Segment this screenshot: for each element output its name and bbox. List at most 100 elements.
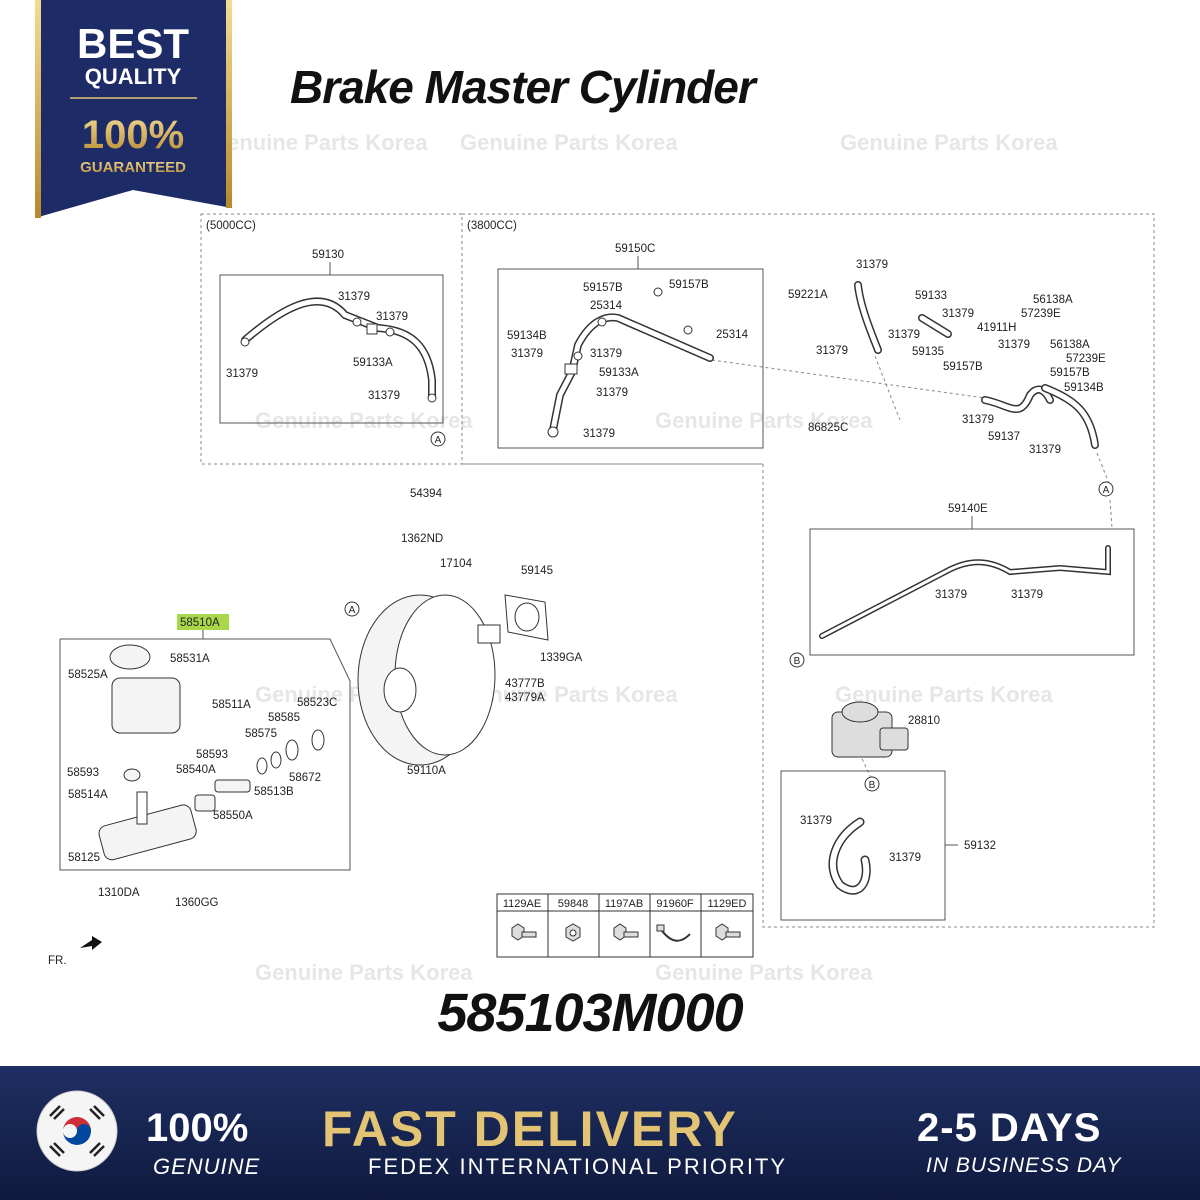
watermark: Genuine Parts Korea [655, 408, 873, 433]
label-1360gg: 1360GG [175, 897, 219, 909]
genuine-label: GENUINE [153, 1154, 261, 1179]
label-58593: 58593 [196, 749, 228, 761]
label-59157b: 59157B [1050, 367, 1090, 379]
label-59140e: 59140E [948, 503, 988, 515]
label-31379: 31379 [816, 345, 848, 357]
label-43779a: 43779A [505, 692, 545, 704]
label-58525a: 58525A [68, 669, 108, 681]
watermark: Genuine Parts Korea [840, 130, 1058, 155]
label-1310da: 1310DA [98, 887, 140, 899]
badge-line3: 100% [82, 113, 184, 157]
label-58514a: 58514A [68, 789, 108, 801]
label-17104: 17104 [440, 558, 473, 570]
watermark: Genuine Parts Korea [655, 960, 873, 985]
label-31379: 31379 [338, 291, 370, 303]
label-31379: 31379 [583, 428, 615, 440]
label-58513b: 58513B [254, 786, 294, 798]
watermark: Genuine Parts Korea [460, 130, 678, 155]
hardware-table: 1129AE 59848 1197AB 91960F 1129ED [496, 893, 754, 958]
label-31379: 31379 [888, 329, 920, 341]
nut-icon [565, 923, 581, 942]
label-58585: 58585 [268, 712, 300, 724]
badge-line1: BEST [77, 20, 189, 67]
badge-line4: GUARANTEED [80, 159, 186, 176]
callout-a: A [349, 605, 356, 616]
watermark: Genuine Parts Korea [210, 130, 428, 155]
delivery-days-subtitle: IN BUSINESS DAY [926, 1154, 1122, 1177]
bolt-icon [613, 923, 639, 941]
footer-banner [0, 1066, 1200, 1200]
label-31379: 31379 [226, 368, 258, 380]
label-58510a-highlighted: 58510A [180, 617, 220, 629]
callout-b: B [794, 656, 801, 667]
label-31379: 31379 [1029, 444, 1061, 456]
label-59157b: 59157B [669, 279, 709, 291]
korea-flag-icon [36, 1090, 118, 1172]
watermark: Genuine Parts Korea [255, 960, 473, 985]
label-58575: 58575 [245, 728, 277, 740]
label-31379: 31379 [962, 414, 994, 426]
label-31379: 31379 [590, 348, 622, 360]
fast-delivery-title: FAST DELIVERY [322, 1101, 738, 1157]
label-57239e: 57239E [1066, 353, 1106, 365]
hardware-code: 59848 [558, 898, 589, 910]
label-31379: 31379 [376, 311, 408, 323]
callout-a: A [435, 435, 442, 446]
label-58593: 58593 [67, 767, 99, 779]
page-title: Brake Master Cylinder [290, 61, 756, 113]
label-59134b: 59134B [1064, 382, 1104, 394]
callout-b: B [869, 780, 876, 791]
label-1339ga: 1339GA [540, 652, 583, 664]
front-marker: FR. [48, 955, 67, 967]
label-59157b: 59157B [943, 361, 983, 373]
label-59145: 59145 [521, 565, 553, 577]
label-56138a: 56138A [1050, 339, 1090, 351]
watermark: Genuine Parts Korea [255, 408, 473, 433]
label-56138a: 56138A [1033, 294, 1073, 306]
label-41911h: 41911H [977, 322, 1016, 334]
best-quality-badge: BEST QUALITY 100% GUARANTEED [35, 0, 232, 218]
label-58540a: 58540A [176, 764, 216, 776]
label-59221a: 59221A [788, 289, 828, 301]
label-31379: 31379 [800, 815, 832, 827]
delivery-days: 2-5 DAYS [917, 1106, 1102, 1150]
label-59137: 59137 [988, 431, 1020, 443]
badge-line2: QUALITY [85, 64, 182, 89]
label-54394: 54394 [410, 488, 443, 500]
label-86825c: 86825C [808, 422, 848, 434]
cable-tie-icon [656, 924, 691, 942]
label-31379: 31379 [998, 339, 1030, 351]
hardware-code: 91960F [656, 898, 694, 910]
label-58523c: 58523C [297, 697, 337, 709]
genuine-percent: 100% [146, 1106, 249, 1150]
label-31379: 31379 [368, 390, 400, 402]
hardware-code: 1129AE [503, 898, 541, 910]
label-59133a: 59133A [599, 367, 639, 379]
callout-a: A [1103, 485, 1110, 496]
label-58550a: 58550A [213, 810, 253, 822]
label-59132: 59132 [964, 840, 996, 852]
label-58511a: 58511A [212, 699, 251, 711]
label-59110a: 59110A [407, 765, 446, 777]
label-31379: 31379 [856, 259, 888, 271]
label-59157b: 59157B [583, 282, 623, 294]
label-59130: 59130 [312, 249, 344, 261]
label-59133: 59133 [915, 290, 947, 302]
part-number: 585103M000 [437, 983, 743, 1043]
label-31379: 31379 [935, 589, 967, 601]
label-59150c: 59150C [615, 243, 655, 255]
label-28810: 28810 [908, 715, 940, 727]
label-31379: 31379 [889, 852, 921, 864]
label-59134b: 59134B [507, 330, 547, 342]
label-59133a: 59133A [353, 357, 393, 369]
label-31379: 31379 [942, 308, 974, 320]
label-1362nd: 1362ND [401, 533, 443, 545]
label-57239e: 57239E [1021, 308, 1061, 320]
label-58531a: 58531A [170, 653, 210, 665]
bolt-icon [511, 923, 537, 941]
label-31379: 31379 [596, 387, 628, 399]
hardware-code: 1197AB [605, 898, 643, 910]
label-58672: 58672 [289, 772, 321, 784]
watermark: Genuine Parts Korea [835, 682, 1053, 707]
bolt-icon [715, 923, 741, 941]
